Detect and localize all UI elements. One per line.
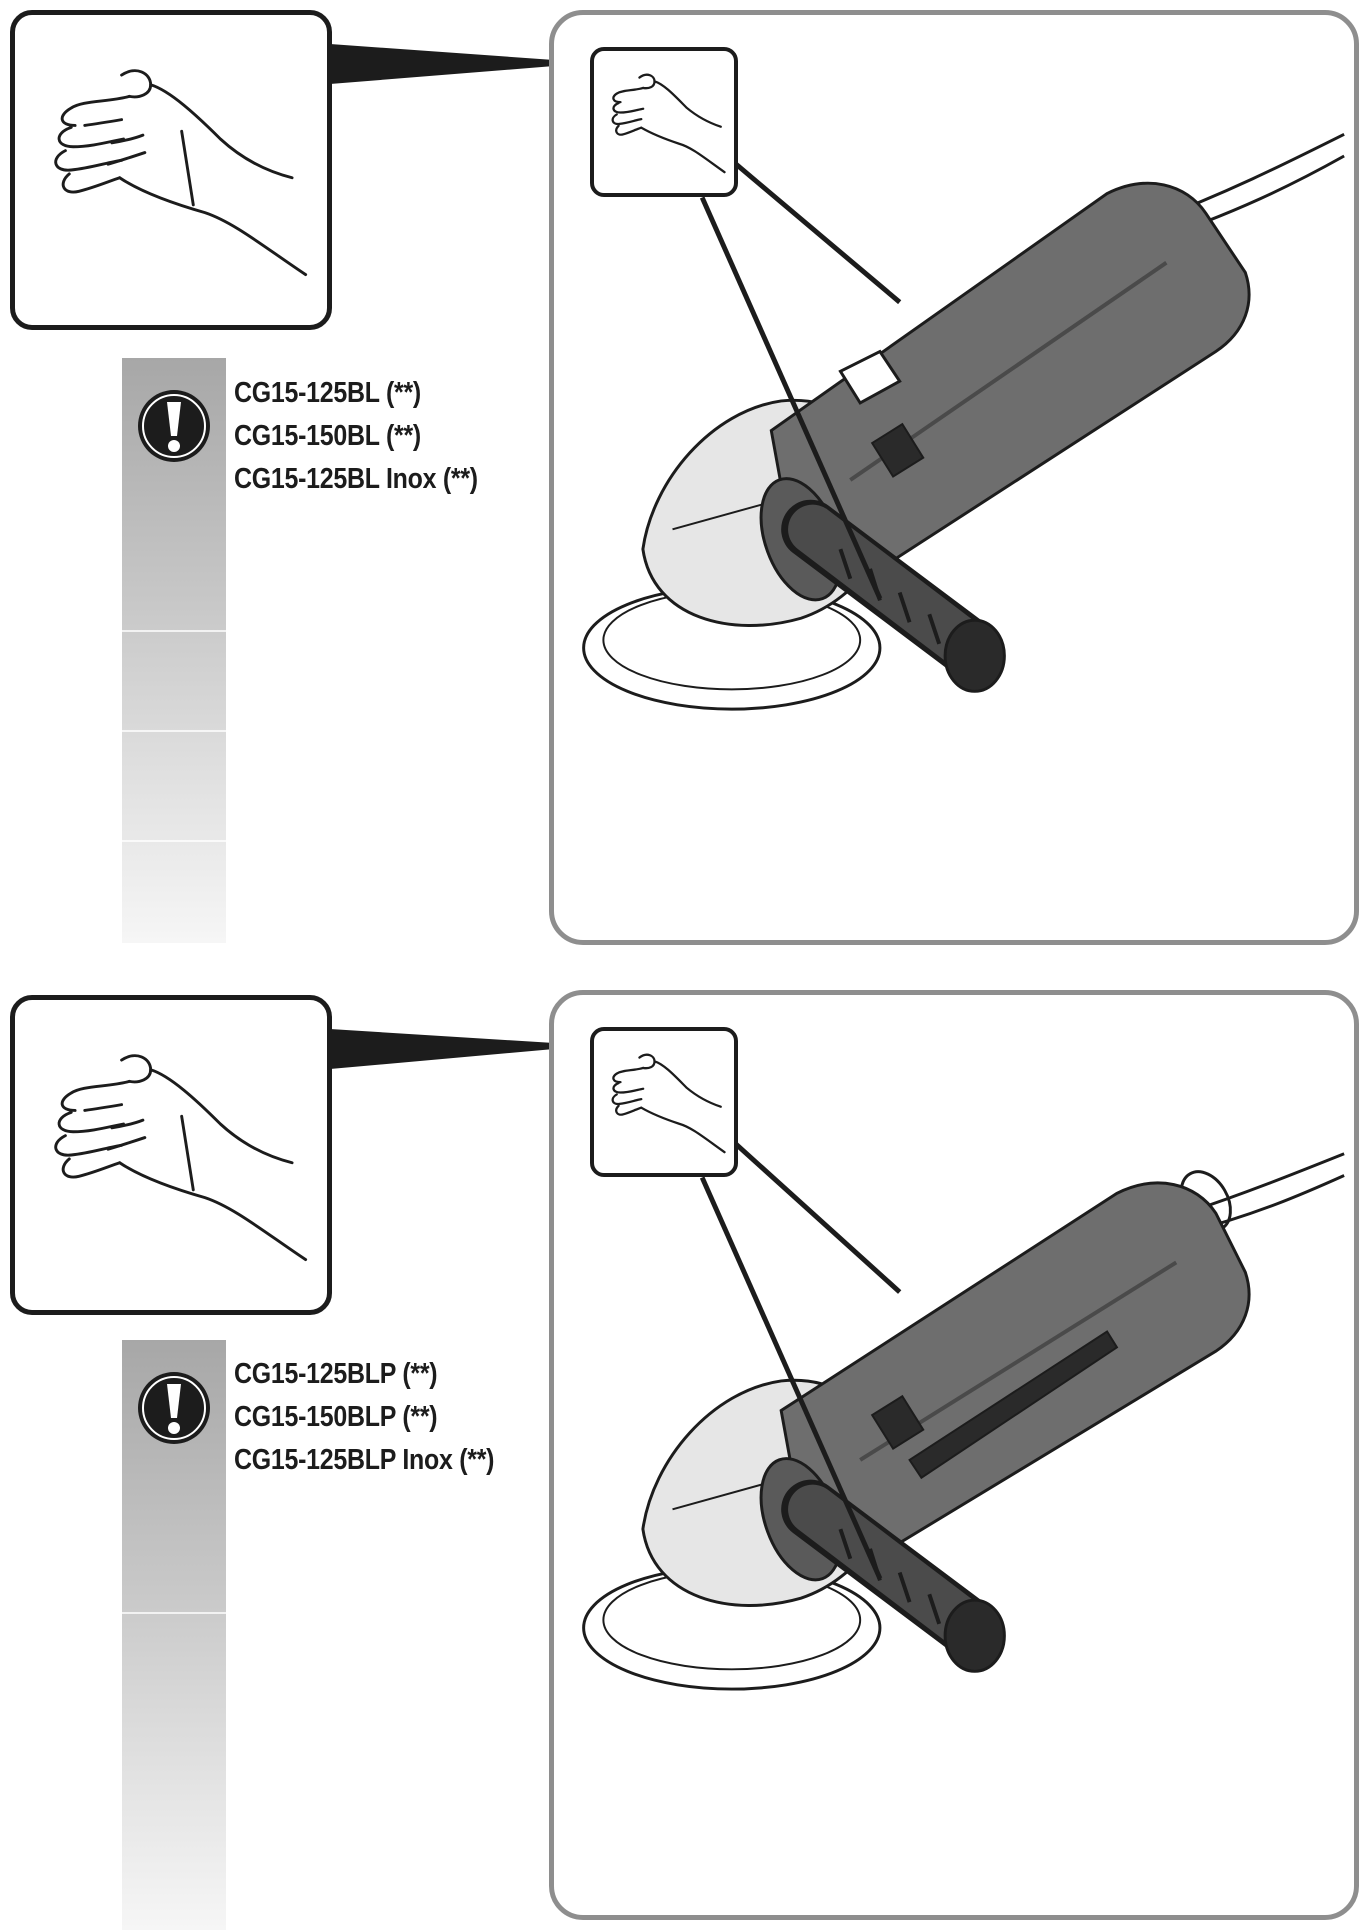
strip-divider [122, 730, 226, 732]
angle-grinder-illustration [582, 132, 1345, 711]
callout-pointer [330, 1029, 554, 1069]
model-list: CG15-125BL (**) CG15-150BL (**) CG15-125… [234, 372, 518, 501]
section-paddle-switch: CG15-125BLP (**) CG15-150BLP (**) CG15-1… [0, 985, 1367, 1931]
flat-hand-icon [611, 73, 726, 174]
callout-pointer [330, 44, 554, 84]
grinder-illustration-frame [549, 990, 1359, 1920]
angle-grinder-illustration [582, 1142, 1345, 1691]
model-name: CG15-125BLP Inox (**) [234, 1444, 495, 1476]
warning-strip [122, 358, 226, 943]
flat-hand-icon [611, 1053, 726, 1154]
strip-divider [122, 840, 226, 842]
grinder-illustration-frame [549, 10, 1359, 945]
model-name: CG15-125BL Inox (**) [234, 463, 478, 495]
model-name: CG15-150BLP (**) [234, 1401, 438, 1433]
section-lock-on-switch: CG15-125BL (**) CG15-150BL (**) CG15-125… [0, 0, 1367, 955]
model-list: CG15-125BLP (**) CG15-150BLP (**) CG15-1… [234, 1353, 537, 1482]
model-name: CG15-125BL (**) [234, 377, 421, 409]
strip-divider [122, 1612, 226, 1614]
model-name: CG15-125BLP (**) [234, 1358, 438, 1390]
flat-hand-icon [54, 1054, 308, 1262]
hand-detail-box [10, 995, 332, 1315]
small-hand-detail-box [590, 1027, 738, 1177]
exclamation-icon [138, 390, 210, 462]
small-hand-detail-box [590, 47, 738, 197]
flat-hand-icon [54, 69, 308, 277]
exclamation-icon [138, 1372, 210, 1444]
warning-strip [122, 1340, 226, 1930]
hand-detail-box [10, 10, 332, 330]
strip-divider [122, 630, 226, 632]
model-name: CG15-150BL (**) [234, 420, 421, 452]
